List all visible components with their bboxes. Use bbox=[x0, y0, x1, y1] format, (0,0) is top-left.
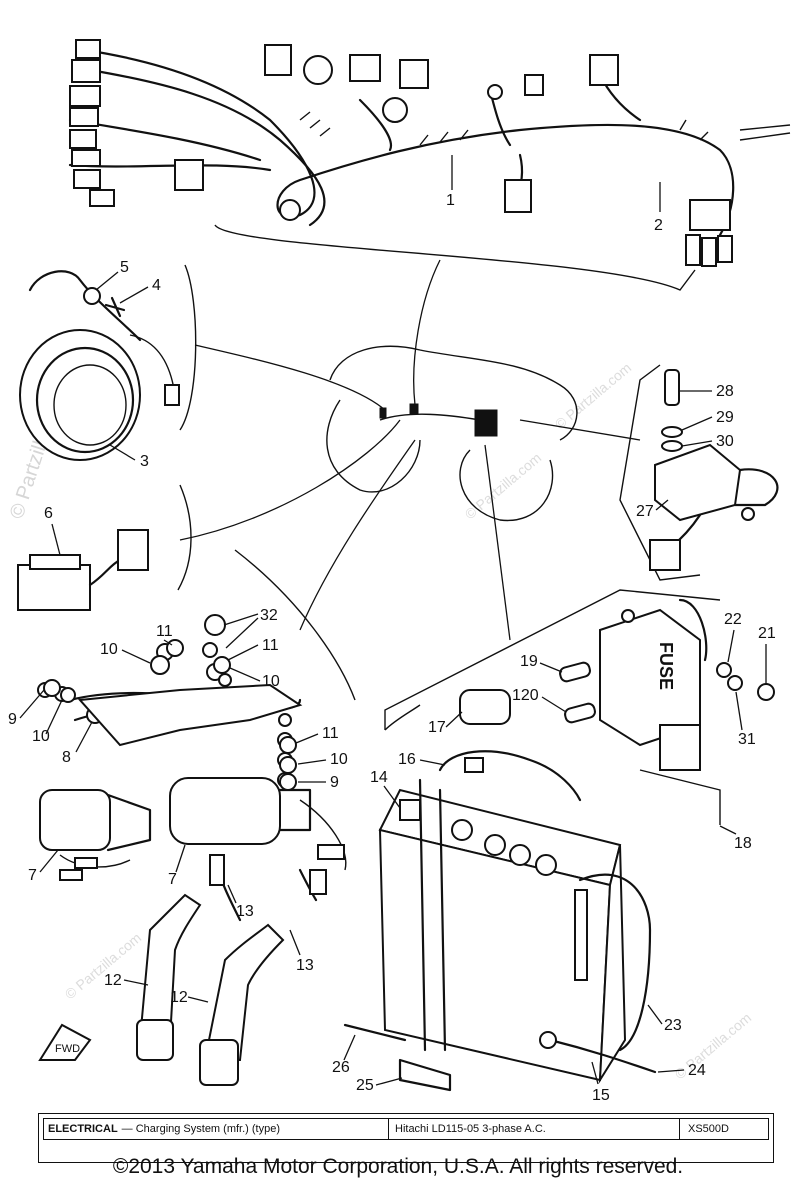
callout-10c: 10 bbox=[262, 673, 280, 690]
callout-21: 21 bbox=[758, 625, 776, 642]
callout-15: 15 bbox=[592, 1087, 610, 1104]
callout-12a: 12 bbox=[104, 972, 122, 989]
callout-9a: 9 bbox=[8, 711, 17, 728]
ignition-coil-group: FWD bbox=[37, 549, 356, 1086]
fwd-label: FWD bbox=[55, 1043, 80, 1055]
callout-17: 17 bbox=[428, 719, 446, 736]
fuse-label: FUSE bbox=[656, 642, 676, 690]
caption-row: ELECTRICAL — Charging System (mfr.) (typ… bbox=[43, 1118, 769, 1140]
watermark-faint: © Partzilla.com bbox=[552, 359, 635, 432]
callout-27: 27 bbox=[636, 503, 654, 520]
callout-31: 31 bbox=[738, 731, 756, 748]
callout-11c: 11 bbox=[322, 725, 339, 742]
regulator-group bbox=[619, 364, 779, 581]
callout-32: 32 bbox=[260, 607, 278, 624]
callout-numbers: 1 2 3 4 5 6 7 7 8 9 9 10 10 10 10 11 11 … bbox=[8, 155, 776, 1104]
caption-model: XS500D bbox=[688, 1123, 729, 1135]
callout-120: 120 bbox=[512, 687, 539, 704]
callout-29: 29 bbox=[716, 409, 734, 426]
callout-23: 23 bbox=[664, 1017, 682, 1034]
caption-spec: Hitachi LD115-05 3-phase A.C. bbox=[389, 1119, 680, 1139]
copyright-notice: ©2013 Yamaha Motor Corporation, U.S.A. A… bbox=[112, 1155, 684, 1178]
callout-13a: 13 bbox=[236, 903, 254, 920]
callout-13b: 13 bbox=[296, 957, 314, 974]
watermark-faint: © Partzilla.com bbox=[672, 1009, 755, 1082]
caption-subtitle: — Charging System (mfr.) (type) bbox=[121, 1123, 280, 1135]
callout-30: 30 bbox=[716, 433, 734, 450]
callout-28: 28 bbox=[716, 383, 734, 400]
battery-group bbox=[343, 750, 657, 1092]
callout-8: 8 bbox=[62, 749, 71, 766]
callout-19: 19 bbox=[520, 653, 538, 670]
caption-title-cell: ELECTRICAL — Charging System (mfr.) (typ… bbox=[44, 1119, 389, 1139]
caption-title: ELECTRICAL bbox=[48, 1123, 118, 1135]
callout-10b: 10 bbox=[32, 728, 50, 745]
wire-harness-part bbox=[68, 39, 791, 291]
callout-3: 3 bbox=[140, 453, 149, 470]
callout-7a: 7 bbox=[28, 867, 37, 884]
callout-10d: 10 bbox=[330, 751, 348, 768]
horn-cover-part bbox=[19, 264, 197, 461]
callout-18: 18 bbox=[734, 835, 752, 852]
callout-5: 5 bbox=[120, 259, 129, 276]
fuse-box-group: FUSE bbox=[384, 589, 775, 825]
callout-11a: 11 bbox=[156, 623, 173, 640]
callout-2: 2 bbox=[654, 217, 663, 234]
callout-10a: 10 bbox=[100, 641, 118, 658]
callout-25: 25 bbox=[356, 1077, 374, 1094]
callout-7b: 7 bbox=[168, 871, 177, 888]
watermark-faint: © Partzilla.com bbox=[462, 449, 545, 522]
bracket-hardware-group bbox=[43, 614, 303, 791]
callout-4: 4 bbox=[152, 277, 161, 294]
callout-9b: 9 bbox=[330, 774, 339, 791]
callout-12b: 12 bbox=[170, 989, 188, 1006]
callout-1: 1 bbox=[446, 192, 455, 209]
relay-part bbox=[17, 484, 192, 611]
callout-6: 6 bbox=[44, 505, 53, 522]
callout-24: 24 bbox=[688, 1062, 706, 1079]
fwd-arrow-icon: FWD bbox=[38, 1023, 92, 1061]
callout-14: 14 bbox=[370, 769, 388, 786]
callout-22: 22 bbox=[724, 611, 742, 628]
callout-11b: 11 bbox=[262, 637, 279, 654]
caption-box: ELECTRICAL — Charging System (mfr.) (typ… bbox=[38, 1113, 774, 1163]
callout-16: 16 bbox=[398, 751, 416, 768]
watermark-faint: © Partzilla.com bbox=[62, 929, 145, 1002]
motorcycle-outline bbox=[179, 259, 641, 641]
callout-26: 26 bbox=[332, 1059, 350, 1076]
